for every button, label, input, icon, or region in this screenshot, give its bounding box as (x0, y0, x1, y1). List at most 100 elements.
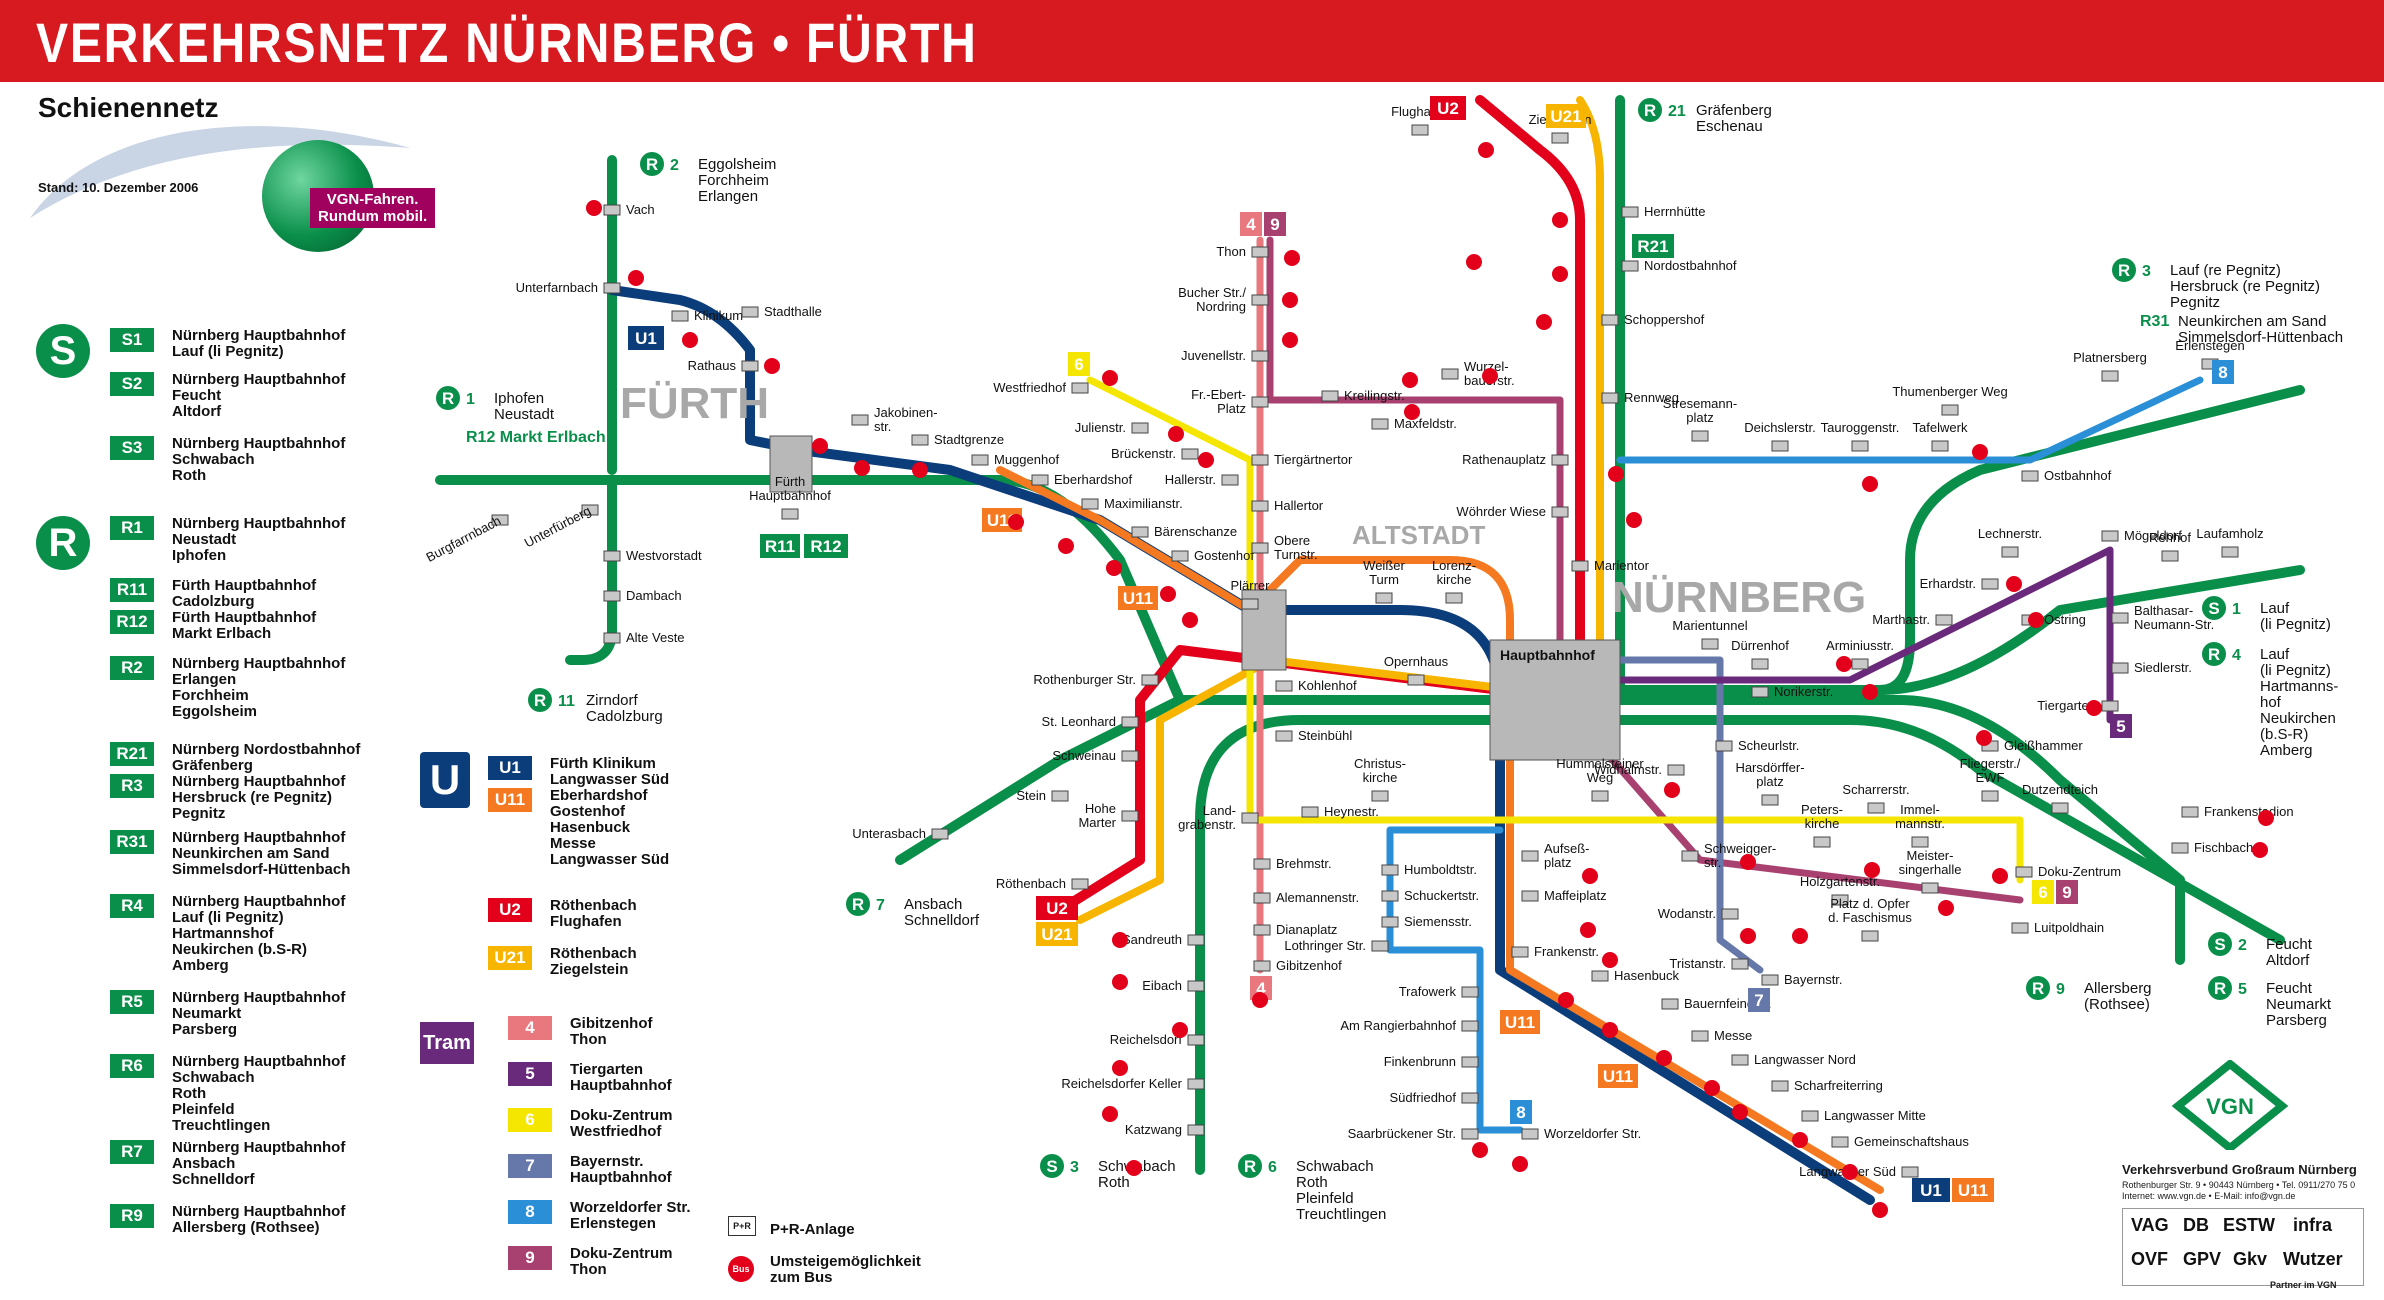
station-label-muggenhof[interactable]: Muggenhof (994, 452, 1059, 467)
station-label-meistersingerhalle[interactable]: Meister-singerhalle (1899, 848, 1962, 877)
station-label-gleisshammer[interactable]: Gleißhammer (2004, 738, 2083, 753)
station-label-bucher-str[interactable]: Bucher Str./Nordring (1178, 285, 1246, 314)
station-label-rehhof[interactable]: Rehhof (2149, 530, 2191, 545)
station-label-woehrder-wiese[interactable]: Wöhrder Wiese (1456, 504, 1546, 519)
station-label-lechnerstr[interactable]: Lechnerstr. (1978, 526, 2042, 541)
station-label-erhardstr[interactable]: Erhardstr. (1920, 576, 1976, 591)
station-label-westfriedhof[interactable]: Westfriedhof (993, 380, 1066, 395)
station-label-rathenauplatz[interactable]: Rathenauplatz (1462, 452, 1546, 467)
station-label-duerrenhof[interactable]: Dürrenhof (1731, 638, 1789, 653)
station-label-klinikum[interactable]: Klinikum (694, 308, 743, 323)
station-label-stadthalle[interactable]: Stadthalle (764, 304, 822, 319)
station-label-thumenberger[interactable]: Thumenberger Weg (1892, 384, 2007, 399)
station-label-petersk[interactable]: Peters-kirche (1801, 802, 1843, 831)
station-label-maximilianstr[interactable]: Maximilianstr. (1104, 496, 1183, 511)
station-label-brueckenstr[interactable]: Brückenstr. (1111, 446, 1176, 461)
station-label-hallertor[interactable]: Hallertor (1274, 498, 1324, 513)
station-label-worzeldorfer[interactable]: Worzeldorfer Str. (1544, 1126, 1641, 1141)
station-label-frankenstadion[interactable]: Frankenstadion (2204, 804, 2294, 819)
station-label-harsdoerffer[interactable]: Harsdörffer-platz (1735, 760, 1804, 789)
station-label-fliegerstr[interactable]: Fliegerstr./EWF (1960, 756, 2021, 785)
station-label-kohlenhof[interactable]: Kohlenhof (1298, 678, 1357, 693)
station-label-sandreuth[interactable]: Sandreuth (1122, 932, 1182, 947)
station-label-gemeinschaftshaus[interactable]: Gemeinschaftshaus (1854, 1134, 1969, 1149)
station-label-marientunnel[interactable]: Marientunnel (1672, 618, 1747, 633)
station-label-eibach[interactable]: Eibach (1142, 978, 1182, 993)
station-label-saarbruecker[interactable]: Saarbrückener Str. (1348, 1126, 1456, 1141)
station-label-aufsessplatz[interactable]: Aufseß-platz (1544, 841, 1590, 870)
station-label-westvorstadt[interactable]: Westvorstadt (626, 548, 702, 563)
station-label-baerenschanze[interactable]: Bärenschanze (1154, 524, 1237, 539)
station-label-rathaus[interactable]: Rathaus (688, 358, 737, 373)
station-label-lorenzkirche[interactable]: Lorenz-kirche (1432, 558, 1476, 587)
station-label-burgfarrnbach[interactable]: Burgfarrnbach (423, 513, 503, 565)
station-label-scheurlstr[interactable]: Scheurlstr. (1738, 738, 1799, 753)
station-label-kreilingstr[interactable]: Kreilingstr. (1344, 388, 1405, 403)
station-label-katzwang[interactable]: Katzwang (1125, 1122, 1182, 1137)
station-label-scharfreiterring[interactable]: Scharfreiterring (1794, 1078, 1883, 1093)
station-label-norikerstr[interactable]: Norikerstr. (1774, 684, 1833, 699)
station-label-ostring[interactable]: Ostring (2044, 612, 2086, 627)
station-label-laufamholz[interactable]: Laufamholz (2196, 526, 2263, 541)
station-label-fischbach[interactable]: Fischbach (2194, 840, 2253, 855)
station-hauptbahnhof[interactable]: Hauptbahnhof (1500, 647, 1595, 663)
station-label-tauroggenstr[interactable]: Tauroggenstr. (1821, 420, 1900, 435)
station-label-schuckertstr[interactable]: Schuckertstr. (1404, 888, 1479, 903)
station-label-balthasar[interactable]: Balthasar-Neumann-Str. (2134, 603, 2214, 632)
station-label-holzgartenstr[interactable]: Holzgartenstr. (1800, 874, 1880, 889)
station-label-schweinau[interactable]: Schweinau (1052, 748, 1116, 763)
station-label-juvenellstr[interactable]: Juvenellstr. (1181, 348, 1246, 363)
station-label-reichelsdorfer-keller[interactable]: Reichelsdorfer Keller (1061, 1076, 1182, 1091)
station-label-lothringer[interactable]: Lothringer Str. (1284, 938, 1366, 953)
station-label-arminiusstr[interactable]: Arminiusstr. (1826, 638, 1894, 653)
station-label-marientor[interactable]: Marientor (1594, 558, 1650, 573)
station-label-schweiggerstr[interactable]: Schweigger-str. (1704, 841, 1776, 870)
station-label-unterfuerberg[interactable]: Unterfürberg (522, 503, 593, 551)
station-label-gostenhof[interactable]: Gostenhof (1194, 548, 1254, 563)
station-label-wodanstr[interactable]: Wodanstr. (1658, 906, 1716, 921)
station-label-landgrabenstr[interactable]: Land-grabenstr. (1178, 803, 1236, 832)
station-label-stein[interactable]: Stein (1016, 788, 1046, 803)
station-label-humboldtstr[interactable]: Humboldtstr. (1404, 862, 1477, 877)
station-label-alte-veste[interactable]: Alte Veste (626, 630, 685, 645)
station-label-erlenstegen[interactable]: Erlenstegen (2175, 338, 2244, 353)
station-label-scharrerstr[interactable]: Scharrerstr. (1842, 782, 1909, 797)
station-label-hallerstr[interactable]: Hallerstr. (1165, 472, 1216, 487)
station-label-finkenbrunn[interactable]: Finkenbrunn (1384, 1054, 1456, 1069)
station-label-langwasser-mitte[interactable]: Langwasser Mitte (1824, 1108, 1926, 1123)
station-label-opernhaus[interactable]: Opernhaus (1384, 654, 1449, 669)
station-label-langwasser-nord[interactable]: Langwasser Nord (1754, 1052, 1856, 1067)
station-label-rothenburger[interactable]: Rothenburger Str. (1033, 672, 1136, 687)
station-label-jakobinenstr[interactable]: Jakobinen-str. (874, 405, 938, 434)
station-label-unterasbach[interactable]: Unterasbach (852, 826, 926, 841)
station-label-vach[interactable]: Vach (626, 202, 655, 217)
station-label-schoppershof[interactable]: Schoppershof (1624, 312, 1705, 327)
station-label-dambach[interactable]: Dambach (626, 588, 682, 603)
station-label-tafelwerk[interactable]: Tafelwerk (1913, 420, 1968, 435)
station-label-immelmannstr[interactable]: Immel-mannstr. (1895, 802, 1945, 831)
station-label-nordostbahnhof[interactable]: Nordostbahnhof (1644, 258, 1737, 273)
station-label-stadtgrenze[interactable]: Stadtgrenze (934, 432, 1004, 447)
station-label-platnersberg[interactable]: Platnersberg (2073, 350, 2147, 365)
station-label-tristanstr[interactable]: Tristanstr. (1669, 956, 1726, 971)
station-label-plaerrer[interactable]: Plärrer (1230, 578, 1270, 593)
station-label-heynestr[interactable]: Heynestr. (1324, 804, 1379, 819)
station-label-frankenstr[interactable]: Frankenstr. (1534, 944, 1599, 959)
station-label-roethenbach[interactable]: Röthenbach (996, 876, 1066, 891)
station-label-christuskirche[interactable]: Christus-kirche (1354, 756, 1406, 785)
station-label-thon[interactable]: Thon (1216, 244, 1246, 259)
station-label-dianaplatz[interactable]: Dianaplatz (1276, 922, 1337, 937)
station-label-st-leonhard[interactable]: St. Leonhard (1042, 714, 1116, 729)
station-label-reichelsdorf[interactable]: Reichelsdorf (1110, 1032, 1183, 1047)
station-label-unterfarnbach[interactable]: Unterfarnbach (516, 280, 598, 295)
station-label-suedfriedhof[interactable]: Südfriedhof (1390, 1090, 1457, 1105)
station-label-alemannenstr[interactable]: Alemannenstr. (1276, 890, 1359, 905)
station-label-steinbuehl[interactable]: Steinbühl (1298, 728, 1352, 743)
station-label-widhalmstr[interactable]: Widhalmstr. (1594, 762, 1662, 777)
station-label-stresemannplatz[interactable]: Stresemann-platz (1663, 396, 1737, 425)
